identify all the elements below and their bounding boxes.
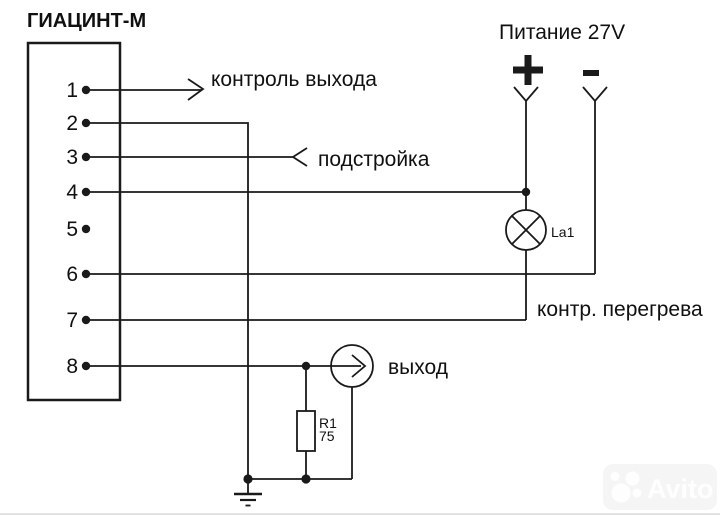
resistor-value-label: 75: [319, 428, 335, 444]
pin-dot: [81, 224, 91, 234]
pin-number-1: 1: [66, 79, 78, 102]
avito-circle-medium: [625, 471, 640, 486]
pin-number-2: 2: [66, 112, 78, 135]
avito-logo-circles: [610, 471, 642, 503]
minus-fork-wire: [582, 86, 608, 274]
pin-number-7: 7: [66, 309, 78, 332]
adjustment-label: подстройка: [318, 148, 430, 171]
pin-dot: [81, 187, 91, 197]
pin-dot: [81, 315, 91, 325]
resistor-ref-label: R1: [319, 415, 337, 431]
pin-number-3: 3: [66, 146, 78, 169]
output-label: выход: [388, 356, 448, 379]
output-control-arrow-icon: [187, 78, 205, 101]
avito-brand-text: Avito: [647, 474, 714, 504]
wiring-layer: [26, 41, 608, 507]
pin-number-6: 6: [66, 263, 78, 286]
pin-dot: [81, 85, 91, 95]
junction-dot: [521, 187, 531, 197]
plus-terminal-icon: [513, 55, 543, 85]
adjustment-arrow-icon: [291, 147, 308, 167]
avito-circle-small-bottom: [632, 488, 642, 498]
device-title: ГИАЦИНТ-М: [27, 10, 146, 32]
output-arrow-icon: [351, 354, 367, 378]
lamp-cross-icon: [511, 215, 541, 245]
lamp-ref-label: La1: [551, 224, 575, 240]
pin-dot: [81, 269, 91, 279]
pin-dot: [81, 152, 91, 162]
avito-watermark: Avito: [603, 464, 717, 510]
junction-dots: [81, 85, 531, 484]
resistor-symbol: [296, 410, 316, 452]
pin-dot: [81, 118, 91, 128]
junction-dot: [301, 474, 311, 484]
pin-dot: [81, 361, 91, 371]
image-bottom-edge: [0, 513, 720, 515]
junction-dot: [301, 361, 311, 371]
connector-box: [26, 41, 122, 402]
avito-circle-large: [611, 483, 631, 503]
overheat-control-label: контр. перегрева: [537, 298, 703, 321]
output-control-label: контроль выхода: [211, 68, 377, 91]
pin2-wire: [86, 122, 249, 479]
avito-logo: Avito: [610, 471, 714, 504]
pin-number-4: 4: [66, 181, 78, 204]
pin-number-8: 8: [66, 355, 78, 378]
junction-dot: [243, 474, 253, 484]
pin-number-5: 5: [66, 218, 78, 241]
plus-fork-wire: [513, 86, 539, 192]
power-label: Питание 27V: [499, 21, 625, 44]
avito-circle-small-top: [610, 472, 620, 481]
